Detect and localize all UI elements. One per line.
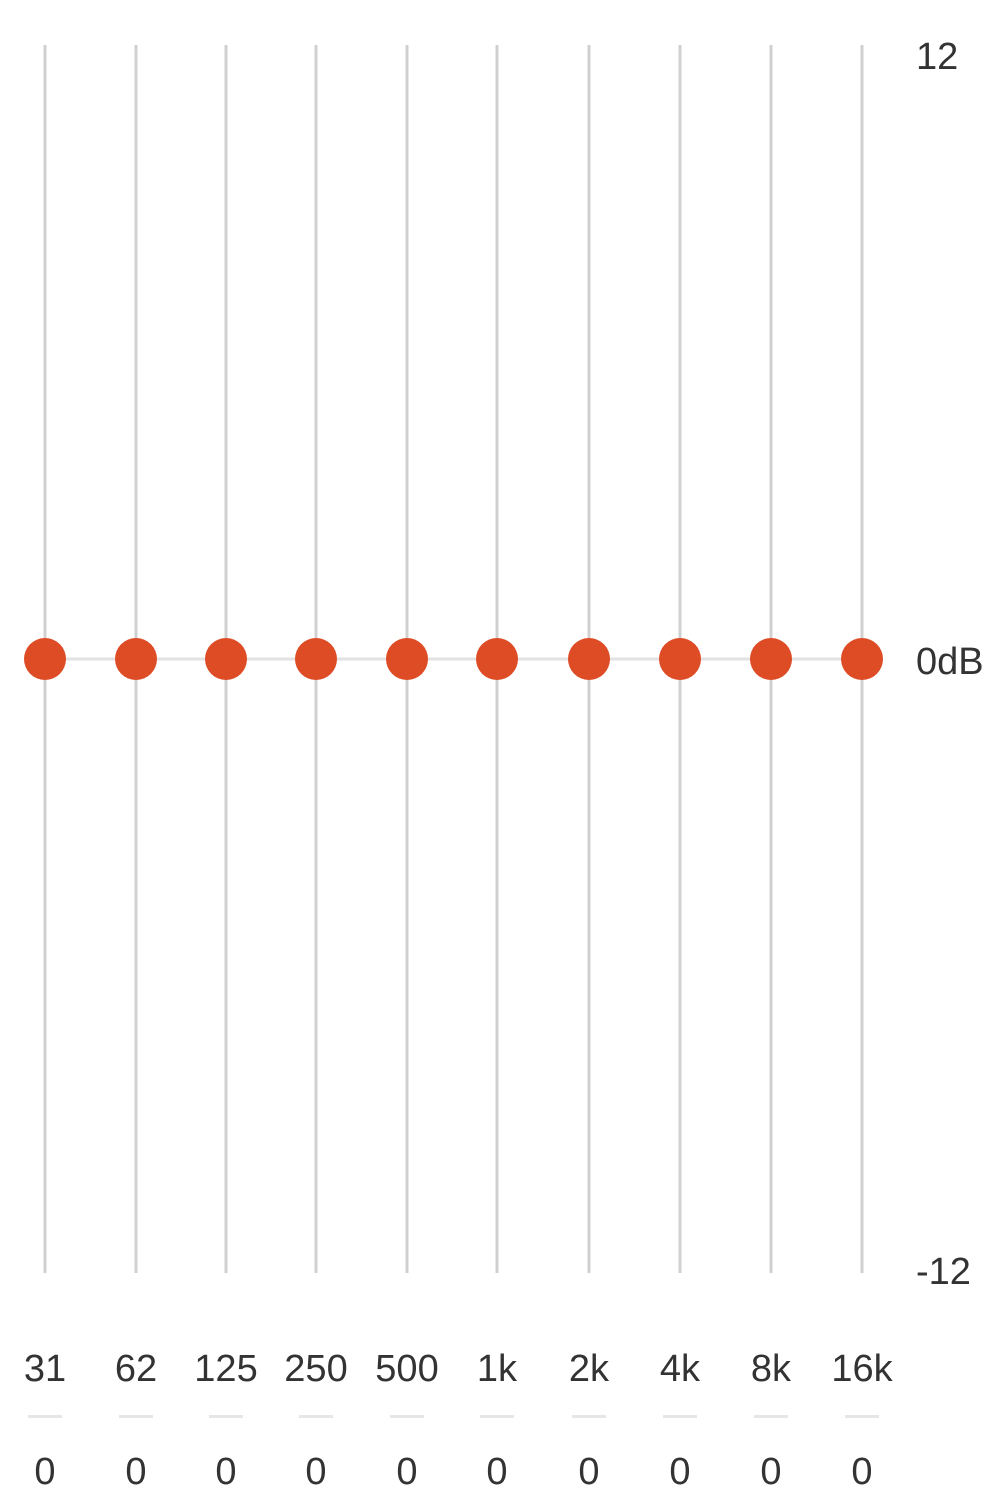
band-value-divider	[663, 1415, 697, 1418]
band-column: 500 0	[362, 1350, 452, 1500]
band-frequency-label: 2k	[568, 1348, 610, 1390]
band-slider-knob[interactable]	[115, 638, 157, 680]
band-column: 31 0	[0, 1350, 90, 1500]
band-frequency-label: 31	[23, 1348, 67, 1390]
band-frequency-label: 16k	[831, 1348, 893, 1390]
scale-zero-label: 0dB	[916, 641, 984, 683]
band-slider-knob[interactable]	[750, 638, 792, 680]
band-gain-value[interactable]: 0	[215, 1451, 237, 1493]
band-column: 250 0	[271, 1350, 361, 1500]
band-slider-knob[interactable]	[659, 638, 701, 680]
band-value-divider	[209, 1415, 243, 1418]
band-gain-value[interactable]: 0	[34, 1451, 56, 1493]
band-frequency-label: 125	[194, 1348, 258, 1390]
band-slider-knob[interactable]	[295, 638, 337, 680]
band-slider-knob[interactable]	[24, 638, 66, 680]
band-column: 62 0	[91, 1350, 181, 1500]
band-value-divider	[299, 1415, 333, 1418]
band-frequency-label: 500	[375, 1348, 439, 1390]
band-column: 4k 0	[635, 1350, 725, 1500]
band-slider-knob[interactable]	[841, 638, 883, 680]
scale-max-label: 12	[916, 36, 959, 78]
band-slider-knob[interactable]	[476, 638, 518, 680]
band-value-divider	[390, 1415, 424, 1418]
band-value-divider	[754, 1415, 788, 1418]
band-gain-value[interactable]: 0	[760, 1451, 782, 1493]
band-column: 125 0	[181, 1350, 271, 1500]
band-gain-value[interactable]: 0	[851, 1451, 873, 1493]
band-frequency-label: 4k	[659, 1348, 701, 1390]
band-value-divider	[572, 1415, 606, 1418]
band-column: 1k 0	[452, 1350, 542, 1500]
band-gain-value[interactable]: 0	[125, 1451, 147, 1493]
band-frequency-label: 1k	[476, 1348, 518, 1390]
band-slider-knob[interactable]	[568, 638, 610, 680]
band-value-divider	[28, 1415, 62, 1418]
band-frequency-label: 250	[284, 1348, 348, 1390]
band-gain-value[interactable]: 0	[486, 1451, 508, 1493]
band-column: 2k 0	[544, 1350, 634, 1500]
band-gain-value[interactable]: 0	[669, 1451, 691, 1493]
band-slider-knob[interactable]	[205, 638, 247, 680]
band-slider-knob[interactable]	[386, 638, 428, 680]
scale-min-label: -12	[916, 1251, 971, 1293]
band-frequency-label: 62	[114, 1348, 158, 1390]
band-gain-value[interactable]: 0	[578, 1451, 600, 1493]
band-value-divider	[845, 1415, 879, 1418]
band-gain-value[interactable]: 0	[305, 1451, 327, 1493]
band-value-divider	[119, 1415, 153, 1418]
band-column: 16k 0	[817, 1350, 907, 1500]
band-value-divider	[480, 1415, 514, 1418]
band-column: 8k 0	[726, 1350, 816, 1500]
band-gain-value[interactable]: 0	[396, 1451, 418, 1493]
band-frequency-label: 8k	[750, 1348, 792, 1390]
